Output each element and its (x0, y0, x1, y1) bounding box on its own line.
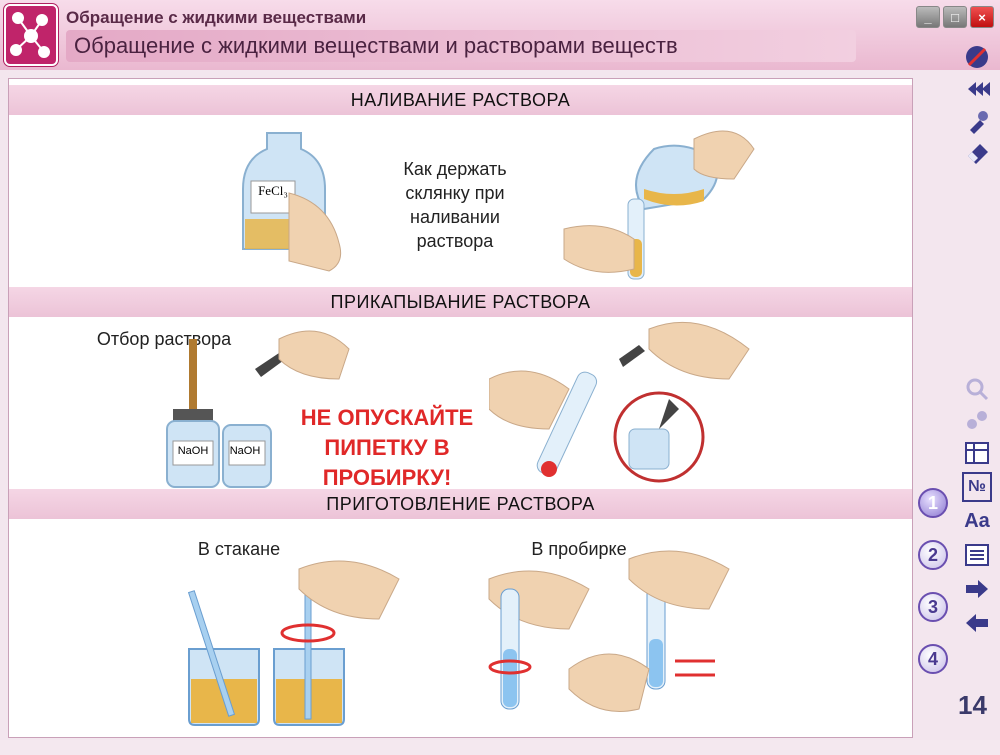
section-header-dropping: ПРИКАПЫВАНИЕ РАСТВОРА (9, 287, 912, 317)
minimize-button[interactable]: _ (916, 6, 940, 28)
table-icon[interactable] (962, 438, 992, 468)
step-button-4[interactable]: 4 (918, 644, 948, 674)
bottle-label-2: NaOH (229, 445, 261, 457)
magnifier-icon[interactable] (962, 374, 992, 404)
maximize-button[interactable]: □ (943, 6, 967, 28)
status-bar (0, 740, 1000, 755)
beaker-label: В стакане (197, 539, 281, 559)
no-smoking-icon[interactable] (962, 42, 992, 72)
step-button-2[interactable]: 2 (918, 540, 948, 570)
test-tube-label: В пробирке (531, 539, 627, 559)
page-title: Обращение с жидкими веществами и раствор… (66, 30, 856, 62)
app-logo (4, 4, 58, 66)
sampling-label: Отбор раствора (96, 329, 232, 349)
step-button-3[interactable]: 3 (918, 592, 948, 622)
warning-text: НЕ ОПУСКАЙТЕ ПИПЕТКУ В ПРОБИРКУ! (300, 405, 474, 490)
number-icon[interactable]: № (962, 472, 992, 502)
molecule-icon[interactable] (962, 406, 992, 436)
close-button[interactable]: × (970, 6, 994, 28)
pipette-sampling-illustration (166, 330, 350, 488)
window-subtitle: Обращение с жидкими веществами (66, 8, 367, 27)
section-header-preparing: ПРИГОТОВЛЕНИЕ РАСТВОРА (9, 489, 912, 519)
pouring-instruction: Как держать склянку при наливании раство… (403, 159, 507, 251)
step-button-1[interactable]: 1 (918, 488, 948, 518)
lesson-content: НАЛИВАНИЕ РАСТВОРА FeCl₃ Как держать скл… (8, 78, 913, 738)
rewind-icon[interactable] (962, 74, 992, 104)
flask-label: FeCl₃ (258, 183, 288, 198)
tool-sidebar: № Aa 1 2 3 4 (918, 46, 1000, 755)
title-bar: Обращение с жидкими веществами Обращение… (0, 0, 1000, 70)
beaker-stirring-illustration (187, 560, 400, 726)
page-number: 14 (958, 690, 987, 720)
bottle-label-1: NaOH (177, 445, 209, 457)
arrow-left-icon[interactable] (962, 608, 992, 638)
list-icon[interactable] (962, 540, 992, 570)
pipette-dropping-illustration (489, 321, 750, 483)
font-icon[interactable]: Aa (964, 509, 990, 532)
test-tube-shaking-illustration (488, 550, 730, 712)
eraser-icon[interactable] (962, 136, 992, 166)
pouring-illustration (563, 130, 755, 280)
arrow-right-icon[interactable] (962, 574, 992, 604)
flashlight-icon[interactable] (962, 106, 992, 136)
flask-in-hand-illustration (242, 132, 342, 272)
section-header-pouring: НАЛИВАНИЕ РАСТВОРА (9, 85, 912, 115)
